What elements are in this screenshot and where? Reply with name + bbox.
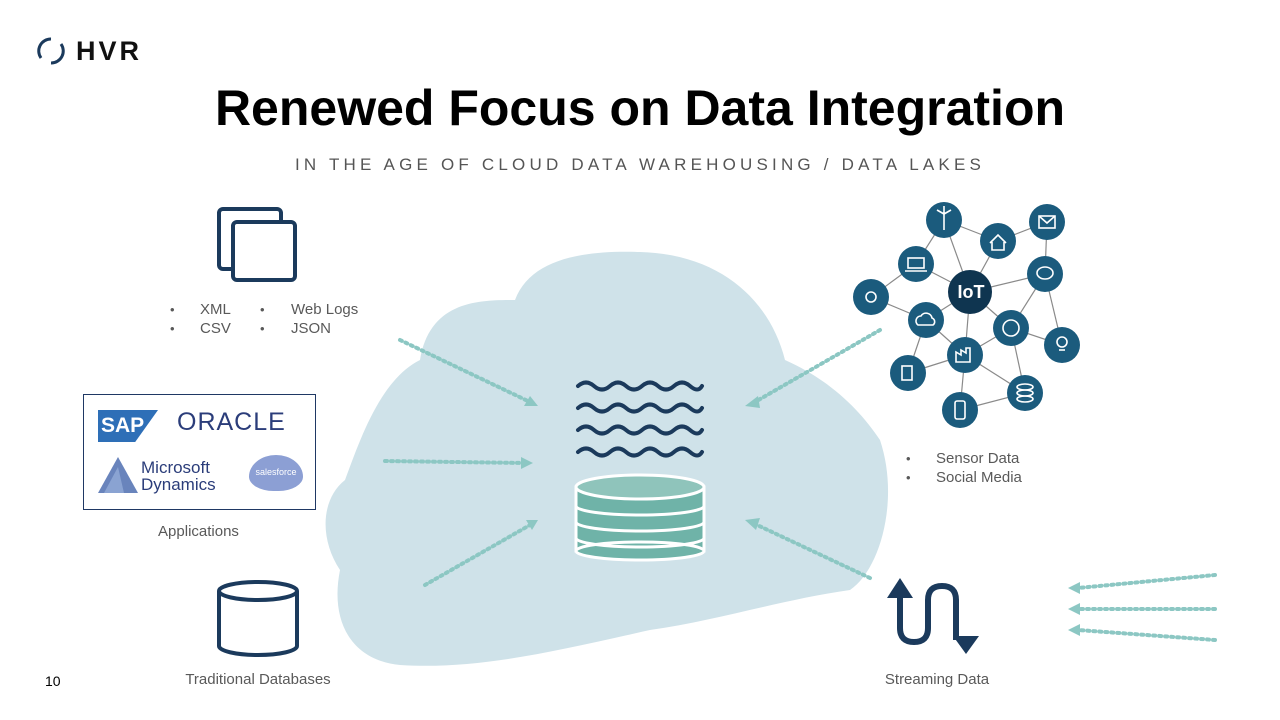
hvr-logo-icon [37,37,65,65]
chat-icon [1027,256,1063,292]
file-type-json: JSON [291,320,332,337]
database-icon [217,580,299,657]
gear-icon [853,279,889,315]
dynamics-text: Dynamics [141,475,216,494]
microsoft-text: Microsoft [141,458,210,477]
factory-icon [947,337,983,373]
bullet: • [170,321,175,336]
bullet: • [260,302,265,317]
globe-icon [993,310,1029,346]
hvr-logo: HVR [34,36,174,66]
inbound-arrows [383,328,1217,642]
iot-item-sensor-data: Sensor Data [936,450,1020,467]
slide-title: Renewed Focus on Data Integration [214,80,1066,136]
logo-text: HVR [76,36,143,66]
iot-hub-label: IoT [957,282,985,302]
applications-logo-box: SAP ORACLE Microsoft Dynamics salesforce [83,394,316,510]
bullet: • [170,302,175,317]
iot-item-social-media: Social Media [936,469,1022,486]
cloud-icon [908,302,944,338]
lightbulb-icon [1044,327,1080,363]
data-warehouse-icon [574,473,706,562]
files-icon [217,207,297,282]
traditional-databases-label: Traditional Databases [185,671,331,688]
salesforce-logo: salesforce [249,455,303,491]
file-type-web-logs: Web Logs [291,301,359,318]
server-icon [1007,375,1043,411]
oracle-logo: ORACLE [177,408,286,436]
microsoft-dynamics-icon [98,457,138,493]
page-number: 10 [45,673,61,689]
file-type-xml: XML [200,301,231,318]
bullet: • [906,451,911,466]
bullet: • [260,321,265,336]
arrow-heads [521,396,1080,636]
bullet: • [906,470,911,485]
streaming-arrow-heads [887,578,979,654]
phone-icon [942,392,978,428]
streaming-data-label: Streaming Data [884,671,990,688]
iot-hub-icon [948,270,992,314]
slide-subtitle: IN THE AGE OF CLOUD DATA WAREHOUSING / D… [294,155,986,174]
sap-logo: SAP [98,410,158,442]
cloud-shape [325,251,889,666]
data-lake-waves-icon [576,380,704,458]
laptop-icon [898,246,934,282]
iot-network-icon [853,202,1080,428]
home-icon [980,223,1016,259]
file-type-csv: CSV [200,320,231,337]
fuel-pump-icon [890,355,926,391]
streaming-arrows-icon [897,583,959,645]
applications-label: Applications [158,523,239,540]
